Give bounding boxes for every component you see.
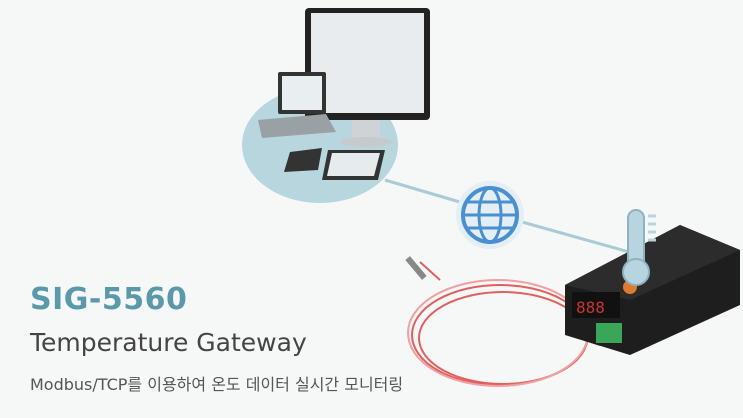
product-model: SIG-5560	[30, 282, 188, 317]
product-title: Temperature Gateway	[30, 328, 307, 357]
network-line	[384, 178, 471, 207]
network-line-device	[514, 218, 641, 257]
thermometer-icon	[622, 209, 656, 286]
temperature-probe	[405, 256, 427, 280]
laptop-icon	[258, 72, 336, 138]
phone-icon	[284, 148, 322, 172]
globe-icon	[456, 181, 524, 249]
tablet-icon	[322, 150, 385, 180]
monitor-icon	[305, 8, 430, 147]
svg-text:888: 888	[576, 298, 605, 317]
product-subtitle: Modbus/TCP를 이용하여 온도 데이터 실시간 모니터링	[30, 375, 404, 394]
gateway-device: 888	[565, 225, 740, 355]
